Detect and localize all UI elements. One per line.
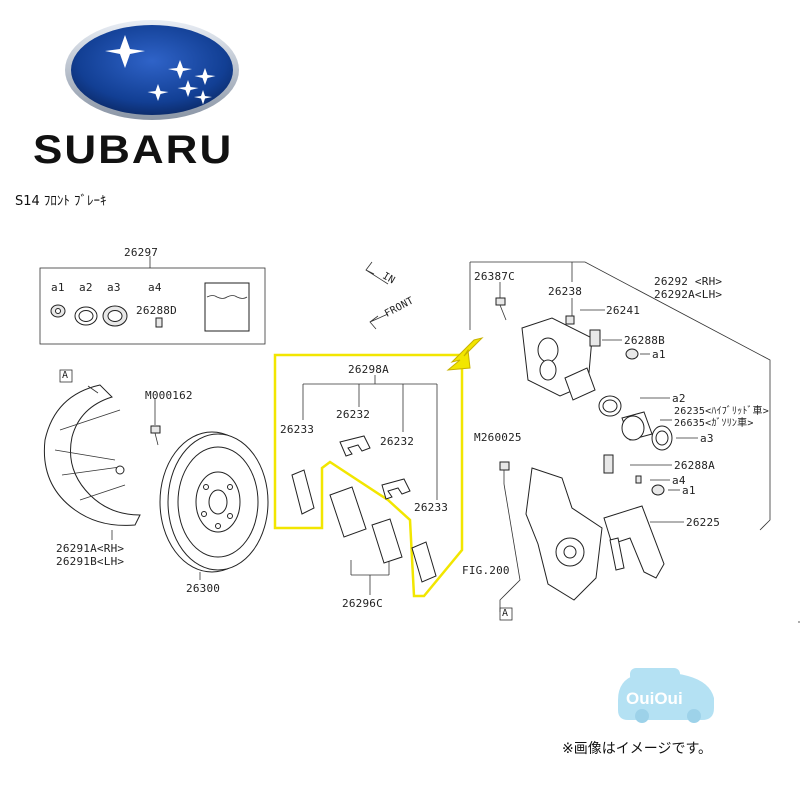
knuckle-icon (499, 467, 603, 612)
label-26288b: 26288B (624, 334, 665, 347)
piston-icon (621, 411, 653, 441)
label-26635: 26635<ｶﾞｿﾘﾝ車> (674, 418, 754, 429)
seal-a3-icon (102, 305, 128, 327)
seal-a2-right-icon (598, 395, 622, 417)
bleeder-26238-icon (565, 315, 575, 325)
cap-a4-icon (155, 317, 163, 328)
label-26288d: 26288D (136, 304, 177, 317)
label-26291a: 26291A<RH> (56, 542, 125, 555)
caliper-group-lines (469, 261, 771, 531)
label-a2-right: a2 (672, 392, 686, 405)
label-a4-right: a4 (672, 474, 686, 487)
ref-marker-a-left (59, 369, 73, 383)
label-26288a: 26288A (674, 459, 715, 472)
seal-a1-icon (50, 304, 66, 318)
label-26225: 26225 (686, 516, 721, 529)
label-m260025: M260025 (474, 431, 522, 444)
label-26298a: 26298A (348, 363, 389, 376)
brake-pad-shim-right-icon (411, 541, 437, 583)
label-m000162: M000162 (145, 389, 193, 402)
ref-marker-a-left-label: A (62, 370, 69, 381)
label-a1: a1 (51, 281, 65, 294)
boot-a1-right-icon (651, 484, 665, 496)
brake-pad-shim-icon (291, 469, 315, 515)
pin-26288a-icon (603, 454, 614, 474)
label-26232-top: 26232 (336, 408, 371, 421)
label-26235: 26235<ﾊｲﾌﾞﾘｯﾄﾞ車> (674, 406, 769, 417)
label-26387c: 26387C (474, 270, 515, 283)
seal-kit-box (39, 256, 266, 345)
label-26233-right: 26233 (414, 501, 449, 514)
pad-kit-leader-lines (302, 375, 438, 595)
watermark-text: OuiOui (626, 689, 683, 708)
disc-rotor-icon (159, 431, 269, 580)
caliper-body-icon (521, 317, 596, 401)
bolt-m000162-icon (150, 398, 161, 446)
seal-a3-right-icon (651, 425, 673, 451)
grease-pack-icon (204, 282, 250, 332)
support-bracket-icon (603, 505, 665, 579)
cap-a4-right-icon (635, 475, 642, 484)
label-26292a: 26292A<LH> (654, 288, 723, 301)
ref-marker-a-bottom (499, 607, 513, 621)
label-26241: 26241 (606, 304, 641, 317)
ref-marker-a-bottom-label: A (502, 608, 509, 619)
label-fig200: FIG.200 (462, 564, 510, 577)
label-a1-right2: a1 (682, 484, 696, 497)
pin-26288b-icon (589, 329, 601, 347)
in-arrow-icon (365, 261, 389, 285)
ouioui-watermark-icon (618, 668, 714, 723)
label-26291b: 26291B<LH> (56, 555, 125, 568)
label-a4: a4 (148, 281, 162, 294)
label-26238: 26238 (548, 285, 583, 298)
label-26292: 26292 <RH> (654, 275, 723, 288)
label-a1-right: a1 (652, 348, 666, 361)
bolt-26387c-icon (495, 297, 507, 321)
label-a3-right: a3 (700, 432, 714, 445)
pad-clip-upper-icon (339, 435, 371, 457)
brake-pad-outer-icon (371, 518, 403, 564)
label-a3: a3 (107, 281, 121, 294)
highlight-frame (273, 353, 464, 598)
front-arrow-icon (369, 313, 389, 330)
label-26232-right: 26232 (380, 435, 415, 448)
label-26296c: 26296C (342, 597, 383, 610)
disc-cover-icon (43, 384, 141, 526)
brake-pad-inner-icon (329, 486, 367, 538)
label-26297: 26297 (124, 246, 159, 259)
boot-a1-icon (625, 348, 639, 360)
pad-clip-lower-icon (381, 478, 411, 500)
seal-a2-icon (74, 306, 98, 326)
label-26300: 26300 (186, 582, 221, 595)
highlight-arrow-icon (446, 337, 484, 371)
page-title: S14 ﾌﾛﾝﾄ ﾌﾞﾚｰｷ (15, 194, 107, 209)
label-a2: a2 (79, 281, 93, 294)
bolt-m260025-icon (499, 461, 510, 484)
subaru-logo-icon (65, 20, 239, 120)
image-disclaimer: ※画像はイメージです。 (562, 741, 713, 757)
label-26233-left: 26233 (280, 423, 315, 436)
brand-wordmark: SUBARU (33, 128, 234, 173)
